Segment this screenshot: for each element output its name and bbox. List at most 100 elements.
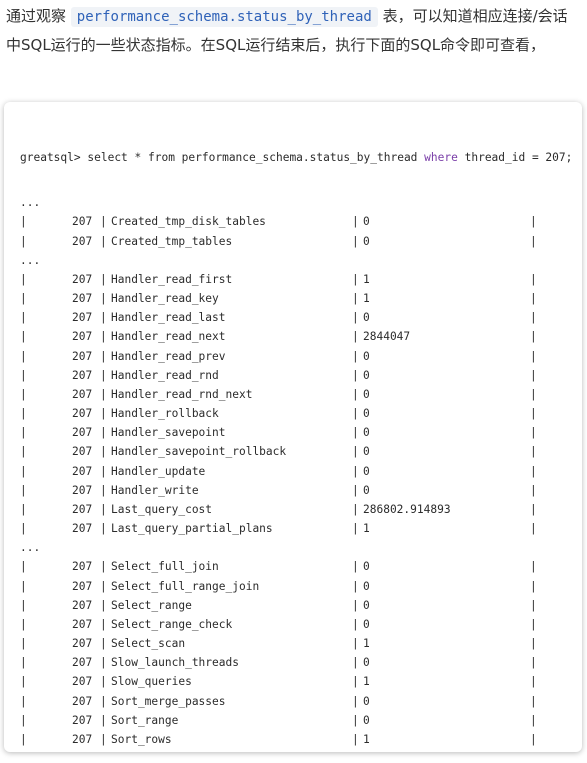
column-separator: | (100, 617, 107, 631)
variable-name-cell: Slow_launch_threads (111, 656, 239, 670)
column-separator: | (352, 713, 359, 727)
column-separator: | (530, 617, 537, 631)
variable-name-cell: Handler_read_rnd_next (111, 387, 253, 401)
thread-id-cell: 207 (72, 407, 93, 421)
variable-name-cell: Created_tmp_tables (111, 234, 233, 248)
thread-id-cell: 207 (72, 675, 93, 689)
table-row: |207|Handler_write|0| (20, 481, 572, 500)
column-separator: | (352, 560, 359, 574)
ellipsis-line: ... (20, 196, 41, 210)
thread-id-cell: 207 (72, 426, 93, 440)
query-text: select * from performance_schema.status_… (87, 151, 418, 164)
variable-value-cell: 0 (363, 445, 370, 459)
variable-name-cell: Select_scan (111, 637, 186, 651)
thread-id-cell: 207 (72, 387, 93, 401)
column-separator: | (530, 656, 537, 670)
column-separator: | (530, 522, 537, 536)
column-separator: | (100, 560, 107, 574)
variable-value-cell: 0 (363, 579, 370, 593)
variable-value-cell: 0 (363, 483, 370, 497)
column-separator: | (20, 445, 27, 459)
variable-name-cell: Handler_read_last (111, 311, 226, 325)
table-row: |207|Select_range|0| (20, 596, 572, 615)
thread-id-cell: 207 (72, 234, 93, 248)
table-row: |207|Slow_queries|1| (20, 672, 572, 691)
variable-name-cell: Sort_range (111, 713, 179, 727)
column-separator: | (352, 522, 359, 536)
variable-value-cell: 0 (363, 713, 370, 727)
table-row: |207|Handler_read_next|2844047| (20, 327, 572, 346)
column-separator: | (352, 426, 359, 440)
code-block: greatsql> select * from performance_sche… (4, 102, 582, 752)
column-separator: | (100, 234, 107, 248)
column-separator: | (530, 713, 537, 727)
intro-paragraph: 通过观察 performance_schema.status_by_thread… (6, 2, 581, 59)
table-row: |207|Handler_read_prev|0| (20, 347, 572, 366)
thread-id-cell: 207 (72, 598, 93, 612)
column-separator: | (20, 522, 27, 536)
column-separator: | (20, 330, 27, 344)
variable-value-cell: 0 (363, 426, 370, 440)
column-separator: | (352, 368, 359, 382)
table-row: |207|Select_scan|1| (20, 634, 572, 653)
column-separator: | (20, 349, 27, 363)
column-separator: | (20, 732, 27, 746)
table-row: |207|Last_query_partial_plans|1| (20, 519, 572, 538)
column-separator: | (352, 464, 359, 478)
column-separator: | (100, 732, 107, 746)
table-row: |207|Handler_read_key|1| (20, 289, 572, 308)
intro-text-before: 通过观察 (6, 7, 67, 25)
column-separator: | (100, 272, 107, 286)
variable-name-cell: Sort_rows (111, 732, 172, 746)
column-separator: | (530, 675, 537, 689)
table-row: |207|Handler_read_rnd|0| (20, 366, 572, 385)
table-row: |207|Created_tmp_tables|0| (20, 232, 572, 251)
column-separator: | (100, 598, 107, 612)
column-separator: | (352, 483, 359, 497)
variable-value-cell: 1 (363, 292, 370, 306)
intro-text-after: 表，可以知道相应连接/会话中SQL运行的一些状态指标。在SQL运行结束后，执行下… (6, 7, 568, 54)
column-separator: | (20, 234, 27, 248)
code-content: greatsql> select * from performance_sche… (20, 122, 572, 752)
thread-id-cell: 207 (72, 617, 93, 631)
column-separator: | (20, 272, 27, 286)
variable-value-cell: 0 (363, 560, 370, 574)
column-separator: | (530, 749, 537, 752)
thread-id-cell: 207 (72, 464, 93, 478)
variable-value-cell: 2844047 (363, 330, 411, 344)
table-row: |207|Handler_update|0| (20, 462, 572, 481)
column-separator: | (20, 502, 27, 516)
column-separator: | (530, 368, 537, 382)
variable-name-cell: Handler_savepoint_rollback (111, 445, 287, 459)
column-separator: | (352, 330, 359, 344)
table-row: |207|Select_range_check|0| (20, 615, 572, 634)
column-separator: | (100, 656, 107, 670)
column-separator: | (530, 387, 537, 401)
query-condition: thread_id = 207; (464, 151, 573, 164)
column-separator: | (352, 732, 359, 746)
thread-id-cell: 207 (72, 749, 92, 752)
column-separator: | (530, 598, 537, 612)
column-separator: | (352, 637, 359, 651)
table-row: |207|Handler_read_last|0| (20, 308, 572, 327)
variable-name-cell: Created_tmp_disk_tables (111, 215, 266, 229)
thread-id-cell: 207 (72, 637, 93, 651)
variable-value-cell: 0 (363, 694, 370, 708)
column-separator: | (530, 445, 537, 459)
variable-name-cell: Handler_read_next (111, 330, 226, 344)
table-row: |207|Sort_scan|1| (20, 749, 572, 752)
column-separator: | (530, 292, 537, 306)
variable-name-cell: Handler_read_first (111, 272, 233, 286)
thread-id-cell: 207 (72, 445, 93, 459)
column-separator: | (20, 426, 27, 440)
thread-id-cell: 207 (72, 502, 93, 516)
column-separator: | (20, 292, 27, 306)
column-separator: | (20, 368, 27, 382)
column-separator: | (100, 445, 107, 459)
column-separator: | (20, 617, 27, 631)
column-separator: | (352, 407, 359, 421)
table-row: |207|Select_full_join|0| (20, 557, 572, 576)
column-separator: | (530, 311, 537, 325)
column-separator: | (530, 732, 537, 746)
column-separator: | (20, 598, 27, 612)
